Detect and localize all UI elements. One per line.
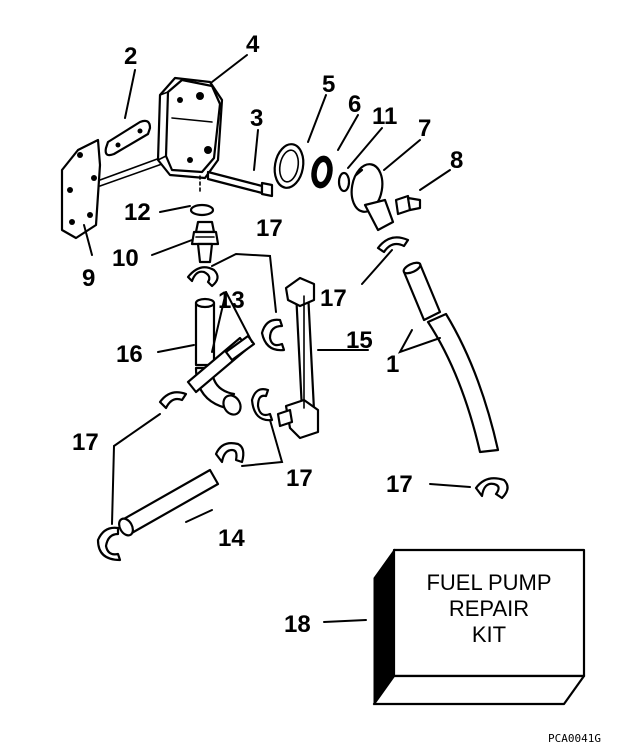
part-1-hose: [402, 261, 500, 454]
part-2-small-gasket: [104, 119, 152, 157]
part-13-connector: [186, 334, 256, 416]
callout-18: 18: [284, 611, 311, 638]
callout-1: 1: [386, 351, 399, 378]
leader-lines: [83, 54, 471, 623]
callout-11: 11: [372, 103, 397, 130]
callout-12: 12: [124, 199, 151, 226]
part-4-pump-body: [156, 76, 224, 193]
callout-2: 2: [124, 43, 137, 70]
callout-3: 3: [250, 105, 263, 132]
kit-line-3: KIT: [472, 622, 506, 647]
callout-15: 15: [346, 327, 373, 354]
callout-6: 6: [348, 91, 361, 118]
callout-13: 13: [218, 287, 245, 314]
part-10-fitting: [190, 220, 220, 264]
part-14-hose: [118, 468, 220, 537]
callout-10: 10: [112, 245, 139, 272]
callout-numbers: 1 2 3 4 5 6 11 7 8 9 10 12 13 14 15 16 1…: [72, 31, 463, 638]
callout-17-bottom-right: 17: [386, 471, 413, 498]
part-17-clamps: [96, 236, 509, 562]
callout-4: 4: [246, 31, 260, 58]
callout-8: 8: [450, 147, 463, 174]
part-8-bolt: [394, 194, 422, 216]
part-12-o-ring: [189, 203, 215, 217]
callout-17-middle: 17: [286, 465, 313, 492]
part-3-screw: [206, 170, 274, 198]
part-18-kit-box: FUEL PUMP REPAIR KIT: [372, 548, 586, 706]
part-15-filter: [276, 276, 320, 440]
callout-9: 9: [82, 265, 95, 292]
kit-line-2: REPAIR: [449, 596, 529, 621]
drawing-code: PCA0041G: [548, 732, 601, 745]
part-16-hose: [194, 297, 216, 367]
callout-17-top: 17: [256, 215, 283, 242]
callout-17-left: 17: [72, 429, 99, 456]
callout-5: 5: [322, 71, 335, 98]
callout-17-right: 17: [320, 285, 347, 312]
kit-line-1: FUEL PUMP: [426, 570, 551, 595]
part-11-small-o-ring: [337, 171, 351, 193]
callout-7: 7: [418, 115, 431, 142]
part-7-cover: [350, 163, 395, 232]
callout-14: 14: [218, 525, 245, 552]
part-5-o-ring: [273, 143, 305, 189]
callout-16: 16: [116, 341, 143, 368]
